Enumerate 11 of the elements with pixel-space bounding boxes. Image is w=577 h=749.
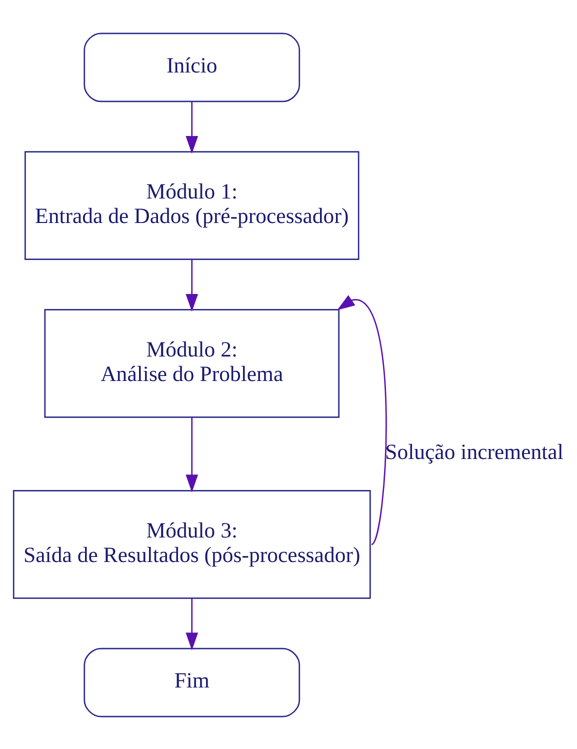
arrow: [186, 258, 198, 312]
arrow: [186, 416, 198, 492]
arrow: [337, 294, 387, 544]
node-box: Fim: [84, 647, 300, 717]
node-box: Módulo 3: Saída de Resultados (pós-processador): [12, 489, 371, 598]
arrow: [186, 101, 198, 154]
node-box: Módulo 2: Análise do Problema: [44, 308, 340, 418]
node-box: Início: [84, 32, 300, 102]
node-box: Módulo 1: Entrada de Dados (pré-processador): [24, 150, 360, 260]
edge-label: Solução incremental: [385, 440, 564, 464]
arrow: [186, 598, 198, 650]
